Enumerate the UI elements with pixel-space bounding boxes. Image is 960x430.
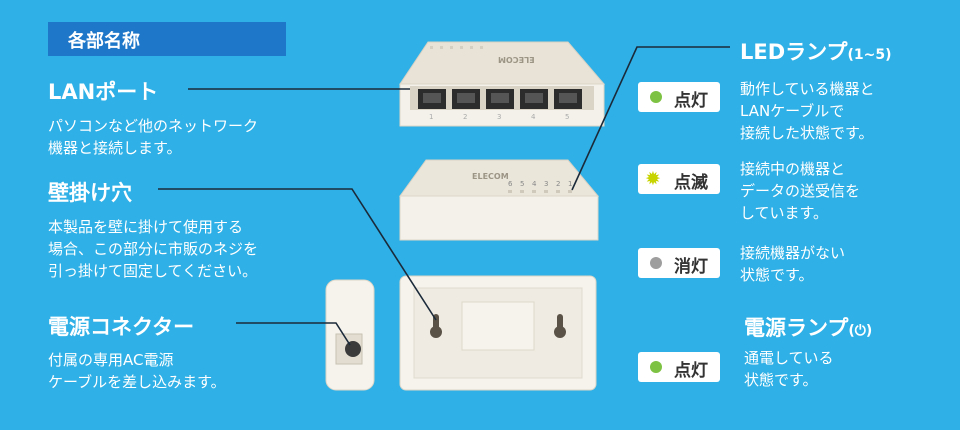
desc-line: データの送受信を xyxy=(740,182,861,200)
switch-side-view xyxy=(325,279,375,391)
desc-line: 接続機器がない xyxy=(740,244,846,262)
lan-ports xyxy=(418,89,582,109)
port-number: 1 xyxy=(429,113,434,121)
led-lamp-range: (1~5) xyxy=(847,47,892,63)
led-off-desc: 接続機器がない 状態です。 xyxy=(740,242,845,286)
led-blink-desc: 接続中の機器と データの送受信を しています。 xyxy=(740,158,860,224)
desc-line: 本製品を壁に掛けて使用する xyxy=(48,218,244,236)
led-on-icon xyxy=(650,361,662,373)
desc-line: しています。 xyxy=(740,204,829,222)
port-number: 3 xyxy=(497,113,502,121)
port-number: 2 xyxy=(463,113,468,121)
switch-top-view xyxy=(399,159,600,241)
led-number: 2 xyxy=(556,180,561,188)
brand-logo-side: ELECOM xyxy=(472,172,509,181)
desc-line: 通電している xyxy=(744,349,834,367)
led-number: 3 xyxy=(544,180,549,188)
desc-line: LANケーブルで xyxy=(740,102,845,120)
power-connector-title: 電源コネクター xyxy=(48,315,195,339)
status-label: 点灯 xyxy=(674,91,708,111)
status-badge-on: 点灯 xyxy=(638,82,720,112)
switch-front-view xyxy=(399,41,606,127)
led-on-icon xyxy=(650,91,662,103)
desc-line: 場合、この部分に市販のネジを xyxy=(48,240,259,258)
power-connector xyxy=(345,341,361,357)
power-lamp-symbol: (⏻) xyxy=(848,323,873,339)
desc-line: 状態です。 xyxy=(744,371,818,389)
section-title: 各部名称 xyxy=(68,31,140,52)
wall-mount-title: 壁掛け穴 xyxy=(48,181,132,205)
desc-line: パソコンなど他のネットワーク xyxy=(48,117,259,135)
switch-bottom-view xyxy=(399,275,597,391)
led-off-icon xyxy=(650,257,662,269)
status-badge-blink: ✹ 点滅 xyxy=(638,164,720,194)
wall-mount-desc: 本製品を壁に掛けて使用する 場合、この部分に市販のネジを 引っ掛けて固定してくだ… xyxy=(48,216,258,282)
power-lamp-title-text: 電源ランプ xyxy=(744,316,849,340)
status-label: 点灯 xyxy=(674,361,708,381)
power-lamp-desc: 通電している 状態です。 xyxy=(744,347,834,391)
port-number: 5 xyxy=(565,113,570,121)
led-number: 4 xyxy=(532,180,537,188)
desc-line: 状態です。 xyxy=(740,266,814,284)
led-number: 6 xyxy=(508,180,513,188)
lan-port-title: LANポート xyxy=(48,80,159,104)
desc-line: 機器と接続します。 xyxy=(48,139,182,157)
status-badge-off: 消灯 xyxy=(638,248,720,278)
desc-line: 引っ掛けて固定してください。 xyxy=(48,262,258,280)
status-leds xyxy=(508,190,572,193)
desc-line: 接続した状態です。 xyxy=(740,124,874,142)
power-lamp-title: 電源ランプ(⏻) xyxy=(744,312,872,342)
lan-port-desc: パソコンなど他のネットワーク 機器と接続します。 xyxy=(48,115,258,159)
status-label: 消灯 xyxy=(674,257,708,277)
leader-lines xyxy=(158,46,730,346)
status-badge-power-on: 点灯 xyxy=(638,352,720,382)
desc-line: 接続中の機器と xyxy=(740,160,846,178)
desc-line: ケーブルを差し込みます。 xyxy=(48,373,226,391)
led-lamp-title-text: LEDランプ xyxy=(740,40,848,64)
led-lamp-title: LEDランプ(1~5) xyxy=(740,36,892,66)
led-number: 5 xyxy=(520,180,525,188)
led-number: 1 xyxy=(568,180,573,188)
section-header: 各部名称 xyxy=(48,22,286,56)
desc-line: 付属の専用AC電源 xyxy=(48,351,174,369)
brand-logo-top: ELECOM xyxy=(498,55,535,64)
led-blink-icon: ✹ xyxy=(645,168,661,190)
status-label: 点滅 xyxy=(674,173,708,193)
power-connector-desc: 付属の専用AC電源 ケーブルを差し込みます。 xyxy=(48,349,226,393)
desc-line: 動作している機器と xyxy=(740,80,875,98)
port-number: 4 xyxy=(531,113,536,121)
led-on-desc: 動作している機器と LANケーブルで 接続した状態です。 xyxy=(740,78,875,144)
